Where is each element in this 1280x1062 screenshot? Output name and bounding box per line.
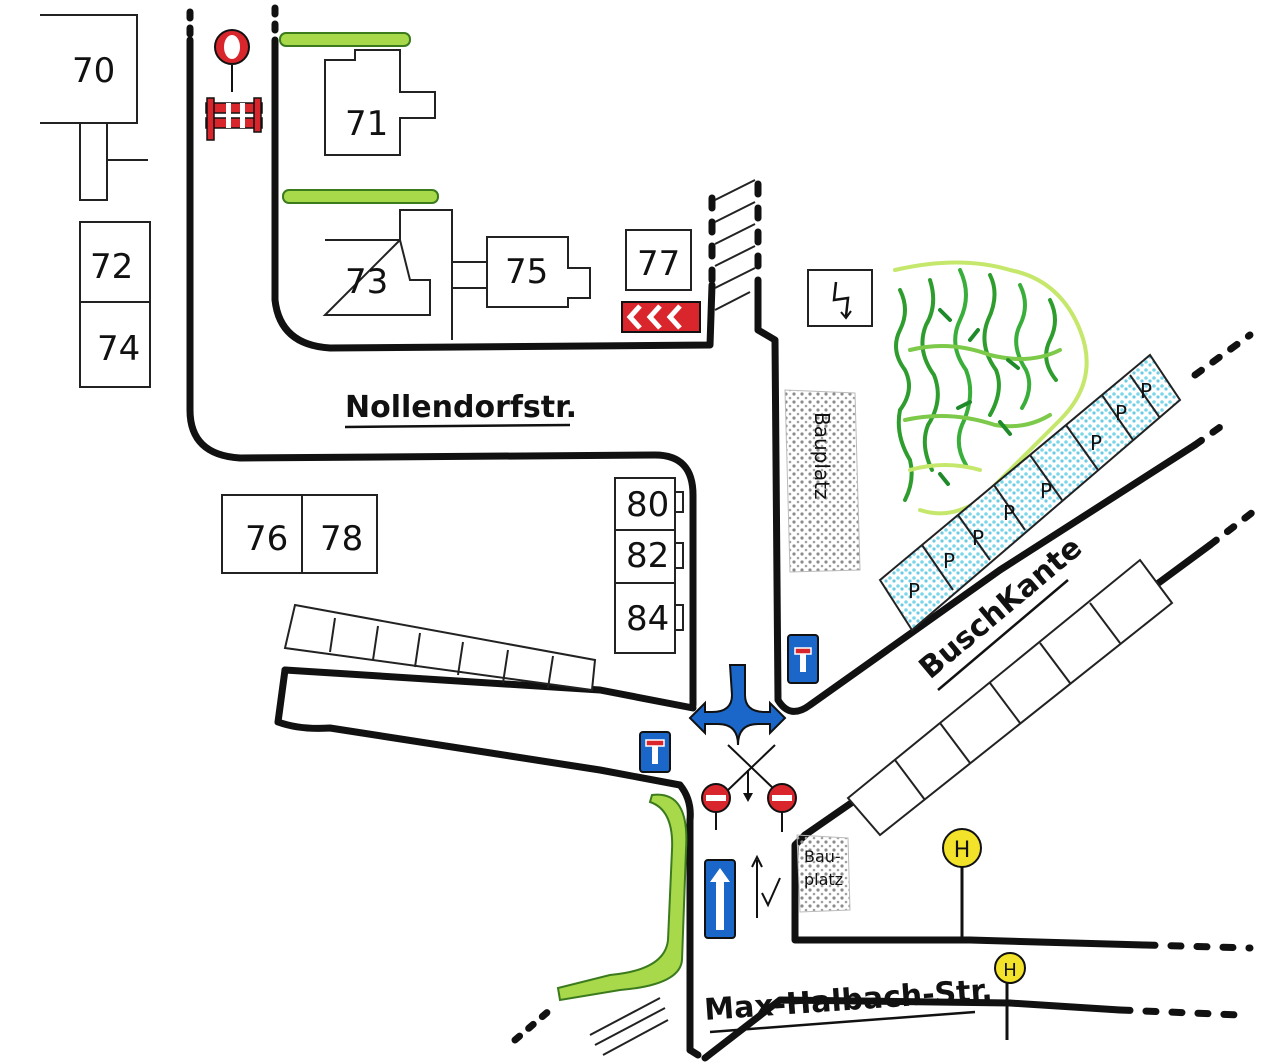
house-74 <box>79 301 151 388</box>
bus-stop-label: H <box>954 838 971 863</box>
construction-small <box>796 834 851 913</box>
road-lower-west-bottom <box>274 666 694 1054</box>
parking-label: P <box>1090 431 1102 455</box>
garages-west <box>283 603 597 692</box>
parking-label: P <box>1040 479 1052 503</box>
parking-label: P <box>908 579 920 603</box>
street-name-max-halbach: Max-Halbach-Str. <box>703 973 993 1028</box>
road-west-outer <box>186 36 697 709</box>
street-name-nollendorf: Nollendorfstr. <box>345 390 577 425</box>
road-west-inner <box>271 36 716 352</box>
bus-stop-label: H <box>1003 960 1017 981</box>
house-number-82: 82 <box>626 536 669 576</box>
bus-stop-sign: H <box>942 828 982 938</box>
electric-substation-icon <box>832 281 852 320</box>
house-73 <box>322 209 453 340</box>
crosswalk-south <box>589 997 669 1056</box>
road-east-of-nollendorf <box>754 286 1199 715</box>
hedges <box>279 32 688 1002</box>
bus-stop-sign: H <box>994 952 1026 1040</box>
house-number-80: 80 <box>626 485 669 525</box>
construction-label: Bauplatz <box>810 412 834 500</box>
construction-label-line1: Bau- <box>804 847 841 866</box>
house-number-71: 71 <box>345 104 388 144</box>
house-number-76: 76 <box>245 519 288 559</box>
parking-label: P <box>972 526 984 550</box>
parking-label: P <box>1140 379 1152 403</box>
no-entry-sign <box>701 783 731 830</box>
parking-label: P <box>1003 501 1015 525</box>
construction-label-line2: platz <box>804 870 843 889</box>
house-numbers: 70 71 72 73 74 75 76 77 78 80 82 84 <box>72 51 680 639</box>
no-entry-sign <box>214 29 250 92</box>
house-71 <box>324 49 436 156</box>
house-77 <box>625 229 692 291</box>
parking-label: P <box>943 549 955 573</box>
house-number-78: 78 <box>320 519 363 559</box>
dead-end-sign <box>787 634 819 684</box>
parking-area: P P P P P P P P <box>878 353 1182 632</box>
house-75 <box>486 236 591 308</box>
crosswalk-north <box>714 179 756 311</box>
house-number-72: 72 <box>90 247 133 287</box>
house-number-70: 70 <box>72 51 115 91</box>
no-entry-sign <box>767 783 797 832</box>
house-72 <box>79 221 151 303</box>
chevron-sign <box>621 301 701 333</box>
house-70 <box>40 14 148 201</box>
construction-sites <box>784 389 861 913</box>
road-lower-west-top <box>281 666 697 712</box>
one-way-sign <box>704 859 736 939</box>
house-number-75: 75 <box>505 252 548 292</box>
house-80-84 <box>614 477 676 654</box>
house-76-78 <box>221 494 378 574</box>
construction-large <box>784 389 861 573</box>
house-number-73: 73 <box>345 262 388 302</box>
house-number-77: 77 <box>637 244 680 284</box>
garages-east <box>846 558 1174 837</box>
houses <box>40 14 1174 837</box>
dead-end-sign <box>639 731 671 773</box>
intersection-marking <box>727 744 781 918</box>
house-number-84: 84 <box>626 599 669 639</box>
turn-arrow <box>688 664 787 746</box>
house-number-74: 74 <box>97 329 140 369</box>
barrier <box>205 97 263 141</box>
parking-label: P <box>1115 401 1127 425</box>
